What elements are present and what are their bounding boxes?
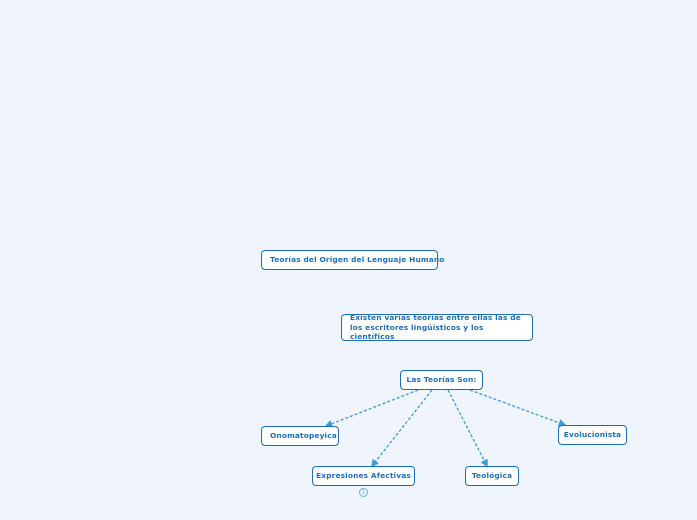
connector-expresiones-afectivas [371, 389, 433, 468]
topic-node-label: Expresiones Afectivas [316, 471, 411, 481]
connector-onomatopeyica [324, 389, 419, 428]
title-node[interactable]: Teorías del Origen del Lenguaje Humano [261, 250, 444, 270]
topic-node-expresiones-afectivas[interactable]: Expresiones Afectivas [312, 466, 415, 486]
collapse-toggle[interactable]: 1 [359, 488, 368, 497]
connector-evolucionista [469, 389, 567, 427]
connector-teologica [447, 389, 488, 468]
topic-node-teologica[interactable]: Teológica [465, 466, 519, 486]
topic-node-label: Teológica [471, 471, 513, 481]
topic-node-evolucionista[interactable]: Evolucionista [558, 425, 627, 445]
theories-node[interactable]: Las Teorías Son: [400, 370, 483, 390]
title-node-label: Teorías del Origen del Lenguaje Humano [270, 255, 445, 265]
theories-node-label: Las Teorías Son: [406, 375, 477, 385]
topic-node-label: Evolucionista [563, 430, 622, 440]
topic-node-onomatopeyica[interactable]: Onomatopeyica [261, 426, 339, 446]
description-node[interactable]: Existen varias teorías entre ellas las d… [341, 313, 533, 342]
description-node-label: Existen varias teorías entre ellas las d… [350, 313, 521, 342]
topic-node-label: Onomatopeyica [270, 431, 337, 441]
